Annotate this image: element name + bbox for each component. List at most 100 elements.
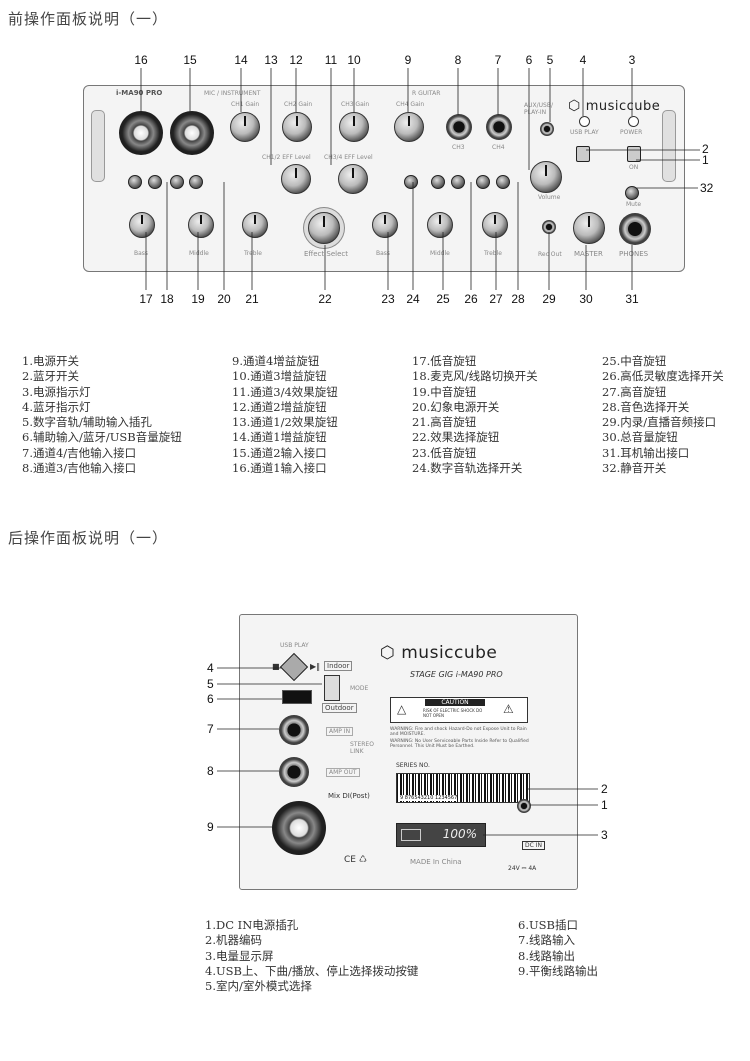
rear-callout-7: 7: [207, 722, 214, 736]
rear-callout-2: 2: [601, 782, 608, 796]
legend-item: 27.高音旋钮: [602, 384, 667, 399]
middle-label-ch34: Middle: [430, 250, 450, 257]
bass-label-ch12: Bass: [134, 250, 149, 257]
lightning-warning-icon: △: [397, 702, 407, 716]
ch3-gain-knob[interactable]: [339, 112, 369, 142]
middle-knob-ch12[interactable]: [188, 212, 214, 238]
aux-in-label: AUX/USB/ PLAY-IN: [524, 102, 553, 116]
balanced-line-output-xlr[interactable]: [272, 801, 326, 855]
ch34-effect-knob[interactable]: [338, 164, 368, 194]
stereo-link-label: STEREO LINK: [350, 741, 374, 755]
rear-model-label: STAGE GIG i-MA90 PRO: [410, 670, 503, 679]
effect-select-knob[interactable]: [308, 212, 340, 244]
legend-item: 3.电源指示灯: [22, 384, 91, 399]
rear-callout-6: 6: [207, 692, 214, 706]
middle-knob-ch34[interactable]: [427, 212, 453, 238]
bluetooth-switch[interactable]: [576, 146, 590, 162]
dc-in-power-jack[interactable]: [517, 799, 531, 813]
bass-knob-ch34[interactable]: [372, 212, 398, 238]
usb-play-control[interactable]: [279, 652, 309, 682]
right-handle: [662, 110, 676, 182]
callout-6: 6: [525, 53, 533, 67]
callout-11: 11: [324, 53, 338, 67]
mute-label: Mute: [626, 201, 642, 208]
callout-23: 23: [381, 292, 395, 306]
barcode-number: 9 876543210 1234567: [400, 795, 458, 801]
tone-switch-b[interactable]: [496, 175, 510, 189]
ce-mark: CE ♺: [344, 855, 367, 865]
caution-box: CAUTION RISK OF ELECTRIC SHOCK DO NOT OP…: [390, 697, 528, 723]
on-label: ON: [629, 164, 639, 171]
legend-item: 13.通道1/2效果旋钮: [232, 415, 338, 430]
callout-16: 16: [134, 53, 148, 67]
mic-line-switch-ch2[interactable]: [148, 175, 162, 189]
ch4-gain-label: CH4 Gain: [396, 101, 425, 108]
callout-5: 5: [546, 53, 554, 67]
master-volume-knob[interactable]: [573, 212, 605, 244]
power-switch[interactable]: [627, 146, 641, 162]
series-no-label: SERIES NO.: [396, 762, 430, 769]
outdoor-label: Outdoor: [322, 703, 357, 713]
phantom-power-switch-ch1[interactable]: [170, 175, 184, 189]
ch12-effect-knob[interactable]: [281, 164, 311, 194]
legend-item: 22.效果选择旋钮: [412, 430, 500, 445]
tone-switch-a[interactable]: [476, 175, 490, 189]
legend-item: 8.通道3/吉他输入接口: [22, 461, 137, 476]
sensitivity-switch-a[interactable]: [431, 175, 445, 189]
legend-item: 25.中音旋钮: [602, 354, 667, 368]
battery-level: 100%: [442, 827, 477, 841]
bass-knob-ch12[interactable]: [129, 212, 155, 238]
power-indicator-led: [628, 116, 639, 127]
callout-9: 9: [404, 53, 412, 67]
digital-track-switch[interactable]: [404, 175, 418, 189]
ch3-jack-label: CH3: [452, 144, 465, 151]
aux-volume-knob[interactable]: [530, 161, 562, 193]
line-output-jack[interactable]: [279, 757, 309, 787]
rear-callout-4: 4: [207, 661, 214, 675]
dc-in-label: DC IN: [522, 841, 545, 850]
master-label: MASTER: [574, 250, 603, 258]
legend-item: 7.线路输入: [518, 933, 575, 948]
mute-button[interactable]: [625, 186, 639, 200]
legend-item: 30.总音量旋钮: [602, 430, 678, 445]
phones-output-jack[interactable]: [619, 213, 651, 245]
legend-item: 3.电量显示屏: [205, 948, 274, 963]
legend-item: 5.室内/室外模式选择: [205, 979, 312, 994]
ch3-guitar-input-jack[interactable]: [446, 114, 472, 140]
legend-item: 9.通道4增益旋钮: [232, 354, 320, 368]
left-handle: [91, 110, 105, 182]
aux-in-jack[interactable]: [540, 122, 554, 136]
mic-line-switch-ch1[interactable]: [128, 175, 142, 189]
callout-8: 8: [454, 53, 462, 67]
treble-knob-ch34[interactable]: [482, 212, 508, 238]
ch12-eff-label: CH1/2 EFF Level: [262, 154, 311, 161]
callout-22: 22: [318, 292, 332, 306]
ch2-gain-knob[interactable]: [282, 112, 312, 142]
play-pause-icon: ▶‖: [310, 662, 321, 671]
legend-item: 16.通道1输入接口: [232, 461, 327, 476]
callout-19: 19: [191, 292, 205, 306]
ch4-guitar-input-jack[interactable]: [486, 114, 512, 140]
ch1-gain-knob[interactable]: [230, 112, 260, 142]
sensitivity-switch-b[interactable]: [451, 175, 465, 189]
phantom-power-switch-ch2[interactable]: [189, 175, 203, 189]
legend-item: 9.平衡线路输出: [518, 963, 598, 978]
ch34-eff-label: CH3/4 EFF Level: [324, 154, 373, 161]
mode-switch[interactable]: [324, 675, 340, 701]
volume-label: Volume: [538, 194, 561, 201]
ch2-combo-input-jack[interactable]: [170, 111, 214, 155]
line-input-jack[interactable]: [279, 715, 309, 745]
amp-in-label: AMP IN: [326, 727, 354, 736]
legend-item: 2.机器编码: [205, 933, 262, 948]
legend-item: 24.数字音轨选择开关: [412, 461, 523, 476]
rec-out-jack[interactable]: [542, 220, 556, 234]
callout-27: 27: [489, 292, 503, 306]
ch4-gain-knob[interactable]: [394, 112, 424, 142]
bluetooth-indicator-led: [579, 116, 590, 127]
treble-knob-ch12[interactable]: [242, 212, 268, 238]
effect-select-label: Effect Select: [304, 250, 348, 258]
usb-port[interactable]: [282, 690, 312, 704]
callout-12: 12: [289, 53, 303, 67]
legend-item: 29.内录/直播音频接口: [602, 415, 717, 430]
ch1-combo-input-jack[interactable]: [119, 111, 163, 155]
